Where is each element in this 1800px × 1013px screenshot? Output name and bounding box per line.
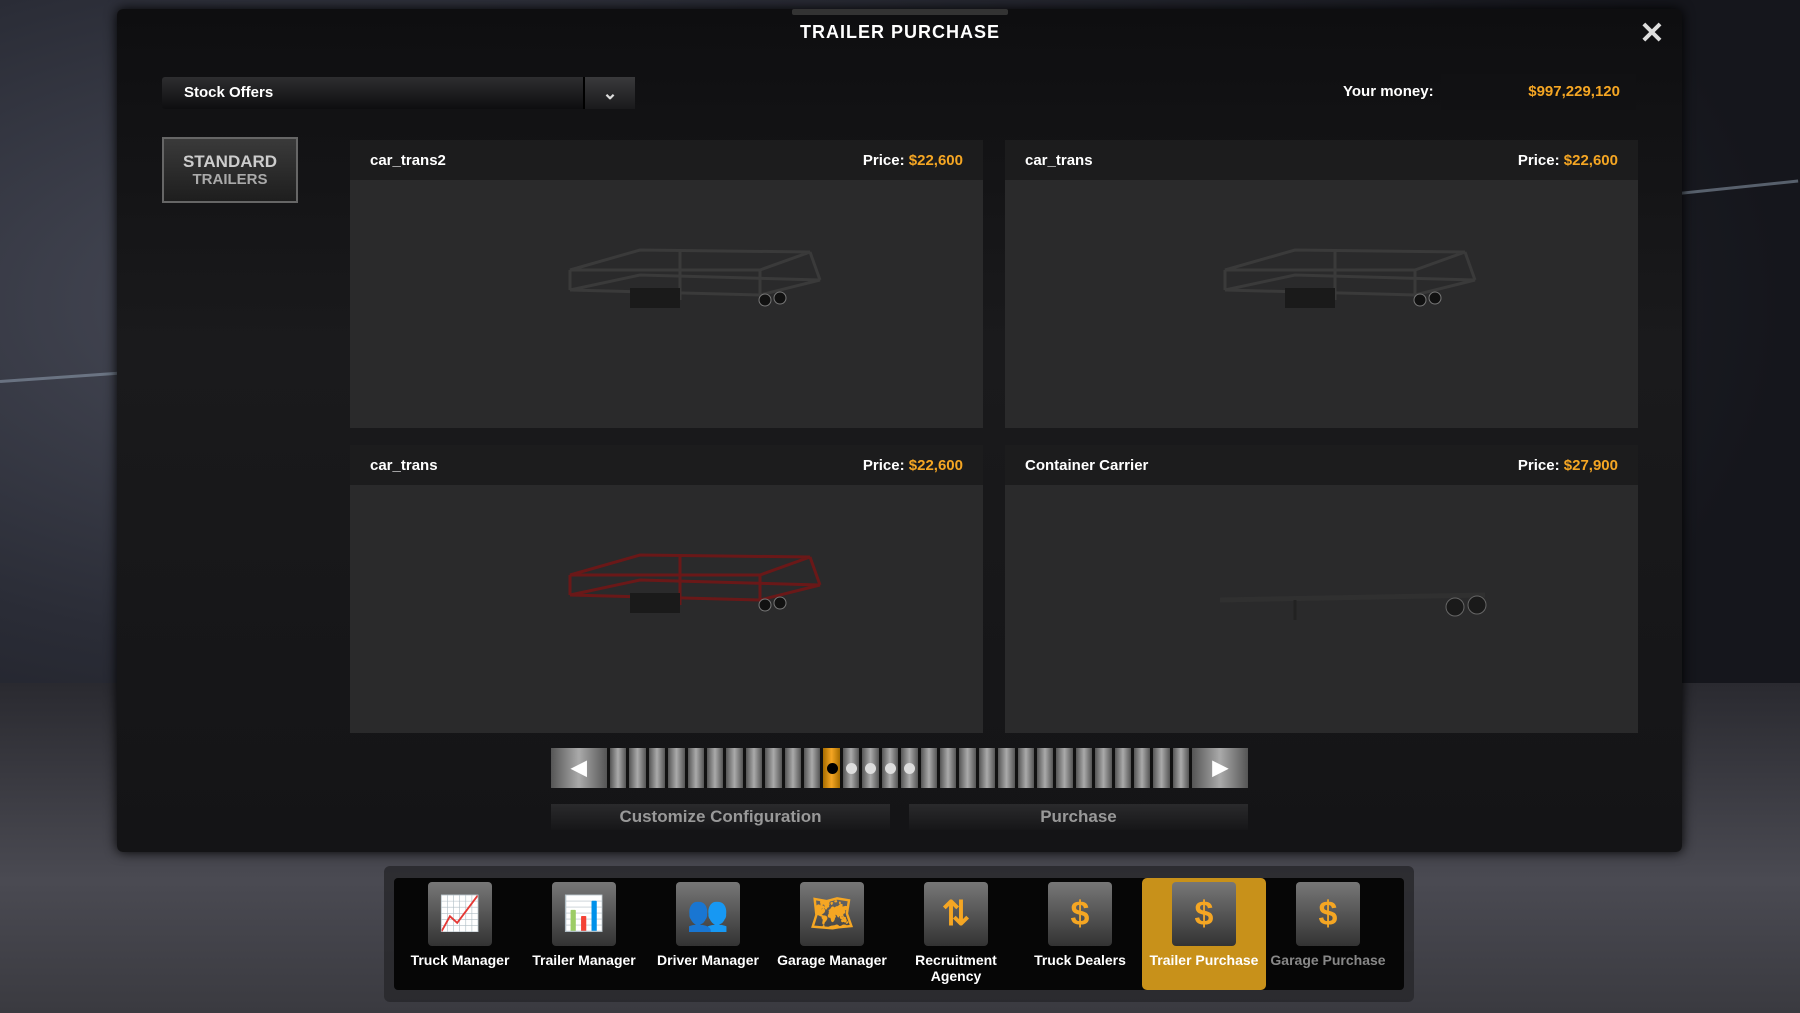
pager-segment[interactable] [1153, 748, 1170, 788]
dock-item-driver-manager[interactable]: 👥 Driver Manager [646, 878, 770, 990]
car-transporter-image [568, 553, 822, 613]
pager-segment[interactable] [978, 748, 996, 788]
price-value: $22,600 [1563, 151, 1618, 169]
offer-filter-dropdown[interactable]: Stock Offers ⌄ [162, 77, 635, 109]
trailer-offer-card[interactable]: Container Carrier Price: $27,900 [1005, 445, 1638, 733]
pager-segment[interactable] [1114, 748, 1131, 788]
offer-price: Price: $22,600 [863, 152, 963, 169]
offer-pager: ◀▶ [551, 748, 1249, 788]
dock-item-label: Garage Purchase [1270, 952, 1386, 968]
dock-item-label: Recruitment Agency [915, 952, 997, 984]
driver-manager-icon: 👥 [676, 882, 740, 946]
pager-segment[interactable] [1095, 748, 1112, 788]
money-label: Your money: [1343, 83, 1434, 100]
offer-price: Price: $22,600 [1518, 152, 1618, 169]
pager-segment[interactable] [920, 748, 937, 788]
offer-header: car_trans2 Price: $22,600 [350, 140, 983, 180]
pager-segment[interactable] [726, 748, 743, 788]
recruitment-agency-icon: ⇅ [924, 882, 988, 946]
dock-item-label: Trailer Purchase [1149, 952, 1259, 968]
dock-item-label: Trailer Manager [532, 952, 636, 968]
offer-name: Container Carrier [1025, 456, 1149, 474]
trailer-offer-card[interactable]: car_trans Price: $22,600 [1005, 140, 1638, 428]
trailer-purchase-icon: $ [1172, 882, 1236, 946]
dock-item-garage-purchase[interactable]: $ Garage Purchase [1266, 878, 1390, 990]
car-transporter-image [568, 248, 822, 308]
window-title: TRAILER PURCHASE [799, 22, 1000, 42]
prev-page-arrow-icon[interactable]: ◀ [551, 748, 607, 788]
pager-segment[interactable] [1017, 748, 1034, 788]
pager-segment[interactable] [765, 748, 782, 788]
truck-manager-icon: 📈 [428, 882, 492, 946]
trailer-offer-card[interactable]: car_trans Price: $22,600 [350, 445, 983, 733]
pager-segment[interactable] [842, 748, 860, 788]
dropdown-selected: Stock Offers [184, 84, 274, 101]
dock-item-trailer-manager[interactable]: 📊 Trailer Manager [522, 878, 646, 990]
dock-item-recruitment-agency[interactable]: ⇅ Recruitment Agency [894, 878, 1018, 990]
pager-segment[interactable] [687, 748, 705, 788]
pager-segment[interactable] [1172, 748, 1190, 788]
dock-item-trailer-purchase[interactable]: $ Trailer Purchase [1142, 878, 1266, 990]
pager-segment[interactable] [939, 748, 957, 788]
pager-segment[interactable] [1056, 748, 1073, 788]
dock-item-label: Driver Manager [657, 952, 759, 968]
next-page-arrow-icon[interactable]: ▶ [1192, 748, 1249, 788]
pager-segment[interactable] [648, 748, 666, 788]
pager-segment[interactable] [959, 748, 976, 788]
offer-header: car_trans Price: $22,600 [1005, 140, 1638, 180]
container-carrier-image [1219, 592, 1487, 620]
garage-manager-icon: 🗺 [800, 882, 864, 946]
pager-segment[interactable] [629, 748, 646, 788]
price-value: $22,600 [908, 456, 963, 474]
light-streak [0, 371, 120, 383]
price-label: Price: [862, 456, 905, 474]
offer-header: Container Carrier Price: $27,900 [1005, 445, 1638, 485]
dock-item-label: Truck Dealers [1034, 952, 1126, 968]
dock-item-truck-manager[interactable]: 📈 Truck Manager [398, 878, 522, 990]
trailer-manager-icon: 📊 [552, 882, 616, 946]
pager-segment[interactable] [745, 748, 763, 788]
price-label: Price: [1517, 456, 1560, 474]
chevron-down-icon[interactable]: ⌄ [583, 77, 635, 109]
car-transporter-image [1223, 248, 1477, 308]
pager-segment[interactable] [823, 748, 840, 788]
dock-item-label: Garage Manager [777, 952, 887, 968]
price-label: Price: [1517, 151, 1560, 169]
money-value: $997,229,120 [1441, 74, 1636, 110]
pager-segment[interactable] [862, 748, 879, 788]
pager-segment[interactable] [610, 748, 627, 788]
customize-configuration-button[interactable]: Customize Configuration [551, 804, 890, 830]
price-label: Price: [862, 151, 905, 169]
title-bar-accent [792, 9, 1008, 15]
pager-segment[interactable] [804, 748, 821, 788]
pager-segment[interactable] [1133, 748, 1151, 788]
pager-segment[interactable] [784, 748, 802, 788]
pager-segment[interactable] [668, 748, 685, 788]
truck-dealers-icon: $ [1048, 882, 1112, 946]
offer-price: Price: $22,600 [863, 457, 963, 474]
purchase-button[interactable]: Purchase [909, 804, 1248, 830]
pager-segment[interactable] [881, 748, 899, 788]
pager-segment[interactable] [707, 748, 724, 788]
price-value: $27,900 [1563, 456, 1618, 474]
offer-name: car_trans [1025, 151, 1093, 169]
garage-purchase-icon: $ [1296, 882, 1360, 946]
offer-header: car_trans Price: $22,600 [350, 445, 983, 485]
offer-name: car_trans2 [370, 151, 446, 169]
pager-segment[interactable] [901, 748, 918, 788]
dock-item-garage-manager[interactable]: 🗺 Garage Manager [770, 878, 894, 990]
pager-segment[interactable] [1036, 748, 1054, 788]
bottom-dock: 📈 Truck Manager 📊 Trailer Manager 👥 Driver Ma… [394, 878, 1404, 990]
price-value: $22,600 [908, 151, 963, 169]
offer-price: Price: $27,900 [1518, 457, 1618, 474]
dock-item-truck-dealers[interactable]: $ Truck Dealers [1018, 878, 1142, 990]
dock-item-label: Truck Manager [410, 952, 510, 968]
pager-segment[interactable] [1075, 748, 1093, 788]
trailer-offer-card[interactable]: car_trans2 Price: $22,600 [350, 140, 983, 428]
pager-segment[interactable] [998, 748, 1015, 788]
close-icon[interactable]: ✕ [1639, 17, 1665, 50]
offer-name: car_trans [370, 456, 438, 474]
